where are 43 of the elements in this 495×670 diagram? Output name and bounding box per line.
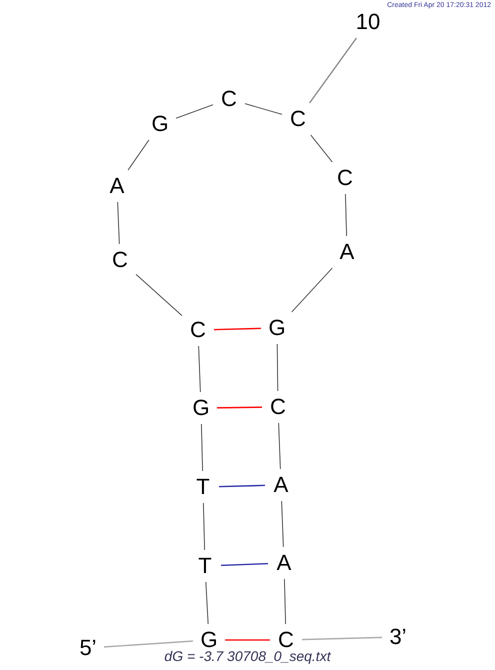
backbone-line [278,422,281,470]
backbone-line [198,346,201,392]
backbone-line [104,640,194,648]
backbone-line [244,103,282,115]
nucleotide-label: G [147,110,173,138]
backbone-line [136,274,182,316]
base-pair-line [214,328,262,330]
nucleotide-label: C [285,105,311,133]
nucleotide-label: 5’ [75,634,101,662]
base-pair-line [225,639,270,641]
nucleotide-label: G [188,394,214,422]
caption: dG = -3.7 30708_0_seq.txt [163,648,332,664]
nucleotide-label: C [107,246,133,274]
nucleotide-label: G [264,314,290,342]
nucleotide-label: A [271,549,297,577]
nucleotide-label: T [190,473,216,501]
backbone-line [128,140,150,170]
backbone-line [117,202,120,244]
base-pair-line [218,484,266,488]
backbone-line [205,582,209,624]
nucleotide-label: T [192,552,218,580]
nucleotide-label: A [268,471,294,499]
base-pair-line [220,562,268,566]
nucleotide-label: A [104,172,130,200]
backbone-line [284,578,286,624]
backbone-line [291,268,333,312]
backbone-line [176,104,214,119]
nucleotide-label: A [334,238,360,266]
nucleotide-label: C [216,85,242,113]
backbone-line [345,194,347,236]
backbone-line [276,344,278,392]
nucleotide-label: C [265,393,291,421]
nucleotide-label: 3’ [385,623,411,651]
backbone-line [281,500,284,548]
backbone-line [310,134,333,162]
backbone-line [302,636,382,640]
nucleotide-label: C [185,316,211,344]
base-pair-line [217,406,262,408]
leader-line [309,38,357,104]
nucleotide-label: 10 [355,8,381,36]
backbone-line [203,502,205,550]
backbone-line [201,424,203,472]
nucleotide-label: C [332,164,358,192]
